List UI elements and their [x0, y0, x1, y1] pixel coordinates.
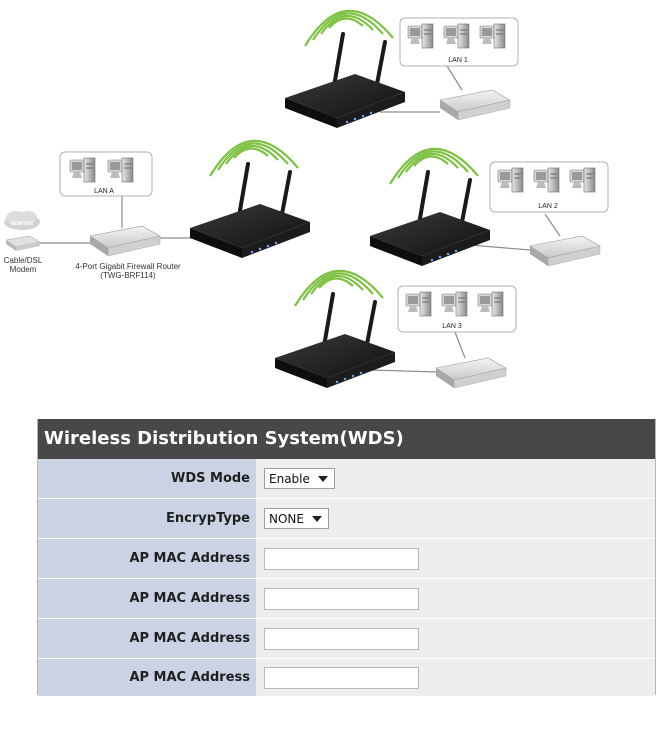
lan-1-group: LAN 1	[400, 18, 518, 66]
lan-3-label: LAN 3	[442, 323, 462, 330]
encryp-type-selected-value: NONE	[269, 512, 304, 526]
ap-mac-address-row-3: AP MAC Address	[38, 619, 655, 659]
lan-3-group: LAN 3	[398, 286, 516, 332]
wds-network-diagram: Internet Cable/DSL Modem 4-Port Gigabit …	[0, 0, 657, 400]
encryp-type-label: EncrypType	[38, 499, 256, 538]
wds-settings-panel: Wireless Distribution System(WDS) WDS Mo…	[37, 419, 656, 695]
lan-1-label: LAN 1	[448, 57, 468, 64]
ap-mac-address-label: AP MAC Address	[38, 539, 256, 578]
wds-mode-select[interactable]: Enable	[264, 468, 335, 489]
modem-label-line2: Modem	[10, 265, 37, 274]
internet-cloud-icon: Internet	[4, 211, 40, 230]
switch-icon-lan1	[440, 90, 510, 120]
access-point-icon-top	[285, 11, 405, 128]
access-point-icon-center	[190, 141, 310, 258]
modem-label-line1: Cable/DSL	[4, 256, 43, 265]
wds-mode-row: WDS Mode Enable	[38, 459, 655, 499]
lan-a-label: LAN A	[94, 188, 114, 195]
modem-icon	[6, 236, 40, 251]
wds-panel-title: Wireless Distribution System(WDS)	[38, 419, 655, 459]
wds-mode-label: WDS Mode	[38, 459, 256, 498]
ap-mac-address-label: AP MAC Address	[38, 579, 256, 618]
chevron-down-icon	[312, 516, 322, 522]
encryp-type-row: EncrypType NONE	[38, 499, 655, 539]
router-label-line1: 4-Port Gigabit Firewall Router	[75, 262, 181, 271]
switch-icon-lan3	[436, 358, 506, 388]
ap-mac-address-row-1: AP MAC Address	[38, 539, 655, 579]
ap-mac-address-label: AP MAC Address	[38, 659, 256, 696]
ap-mac-address-input-1[interactable]	[264, 548, 419, 570]
ap-mac-address-input-2[interactable]	[264, 588, 419, 610]
chevron-down-icon	[318, 476, 328, 482]
lan-2-group: LAN 2	[490, 162, 608, 212]
ap-mac-address-row-4: AP MAC Address	[38, 659, 655, 696]
lan-a-group: LAN A	[60, 152, 152, 196]
router-label-line2: (TWG-BRF114)	[100, 271, 156, 280]
ap-mac-address-input-3[interactable]	[264, 628, 419, 650]
encryp-type-select[interactable]: NONE	[264, 508, 329, 529]
internet-label: Internet	[11, 221, 33, 227]
wds-mode-selected-value: Enable	[269, 472, 310, 486]
switch-icon-lan2	[530, 236, 600, 266]
ap-mac-address-input-4[interactable]	[264, 667, 419, 689]
access-point-icon-right	[370, 149, 490, 266]
lan-2-label: LAN 2	[538, 203, 558, 210]
ap-mac-address-row-2: AP MAC Address	[38, 579, 655, 619]
ap-mac-address-label: AP MAC Address	[38, 619, 256, 658]
firewall-router-icon	[90, 226, 160, 256]
